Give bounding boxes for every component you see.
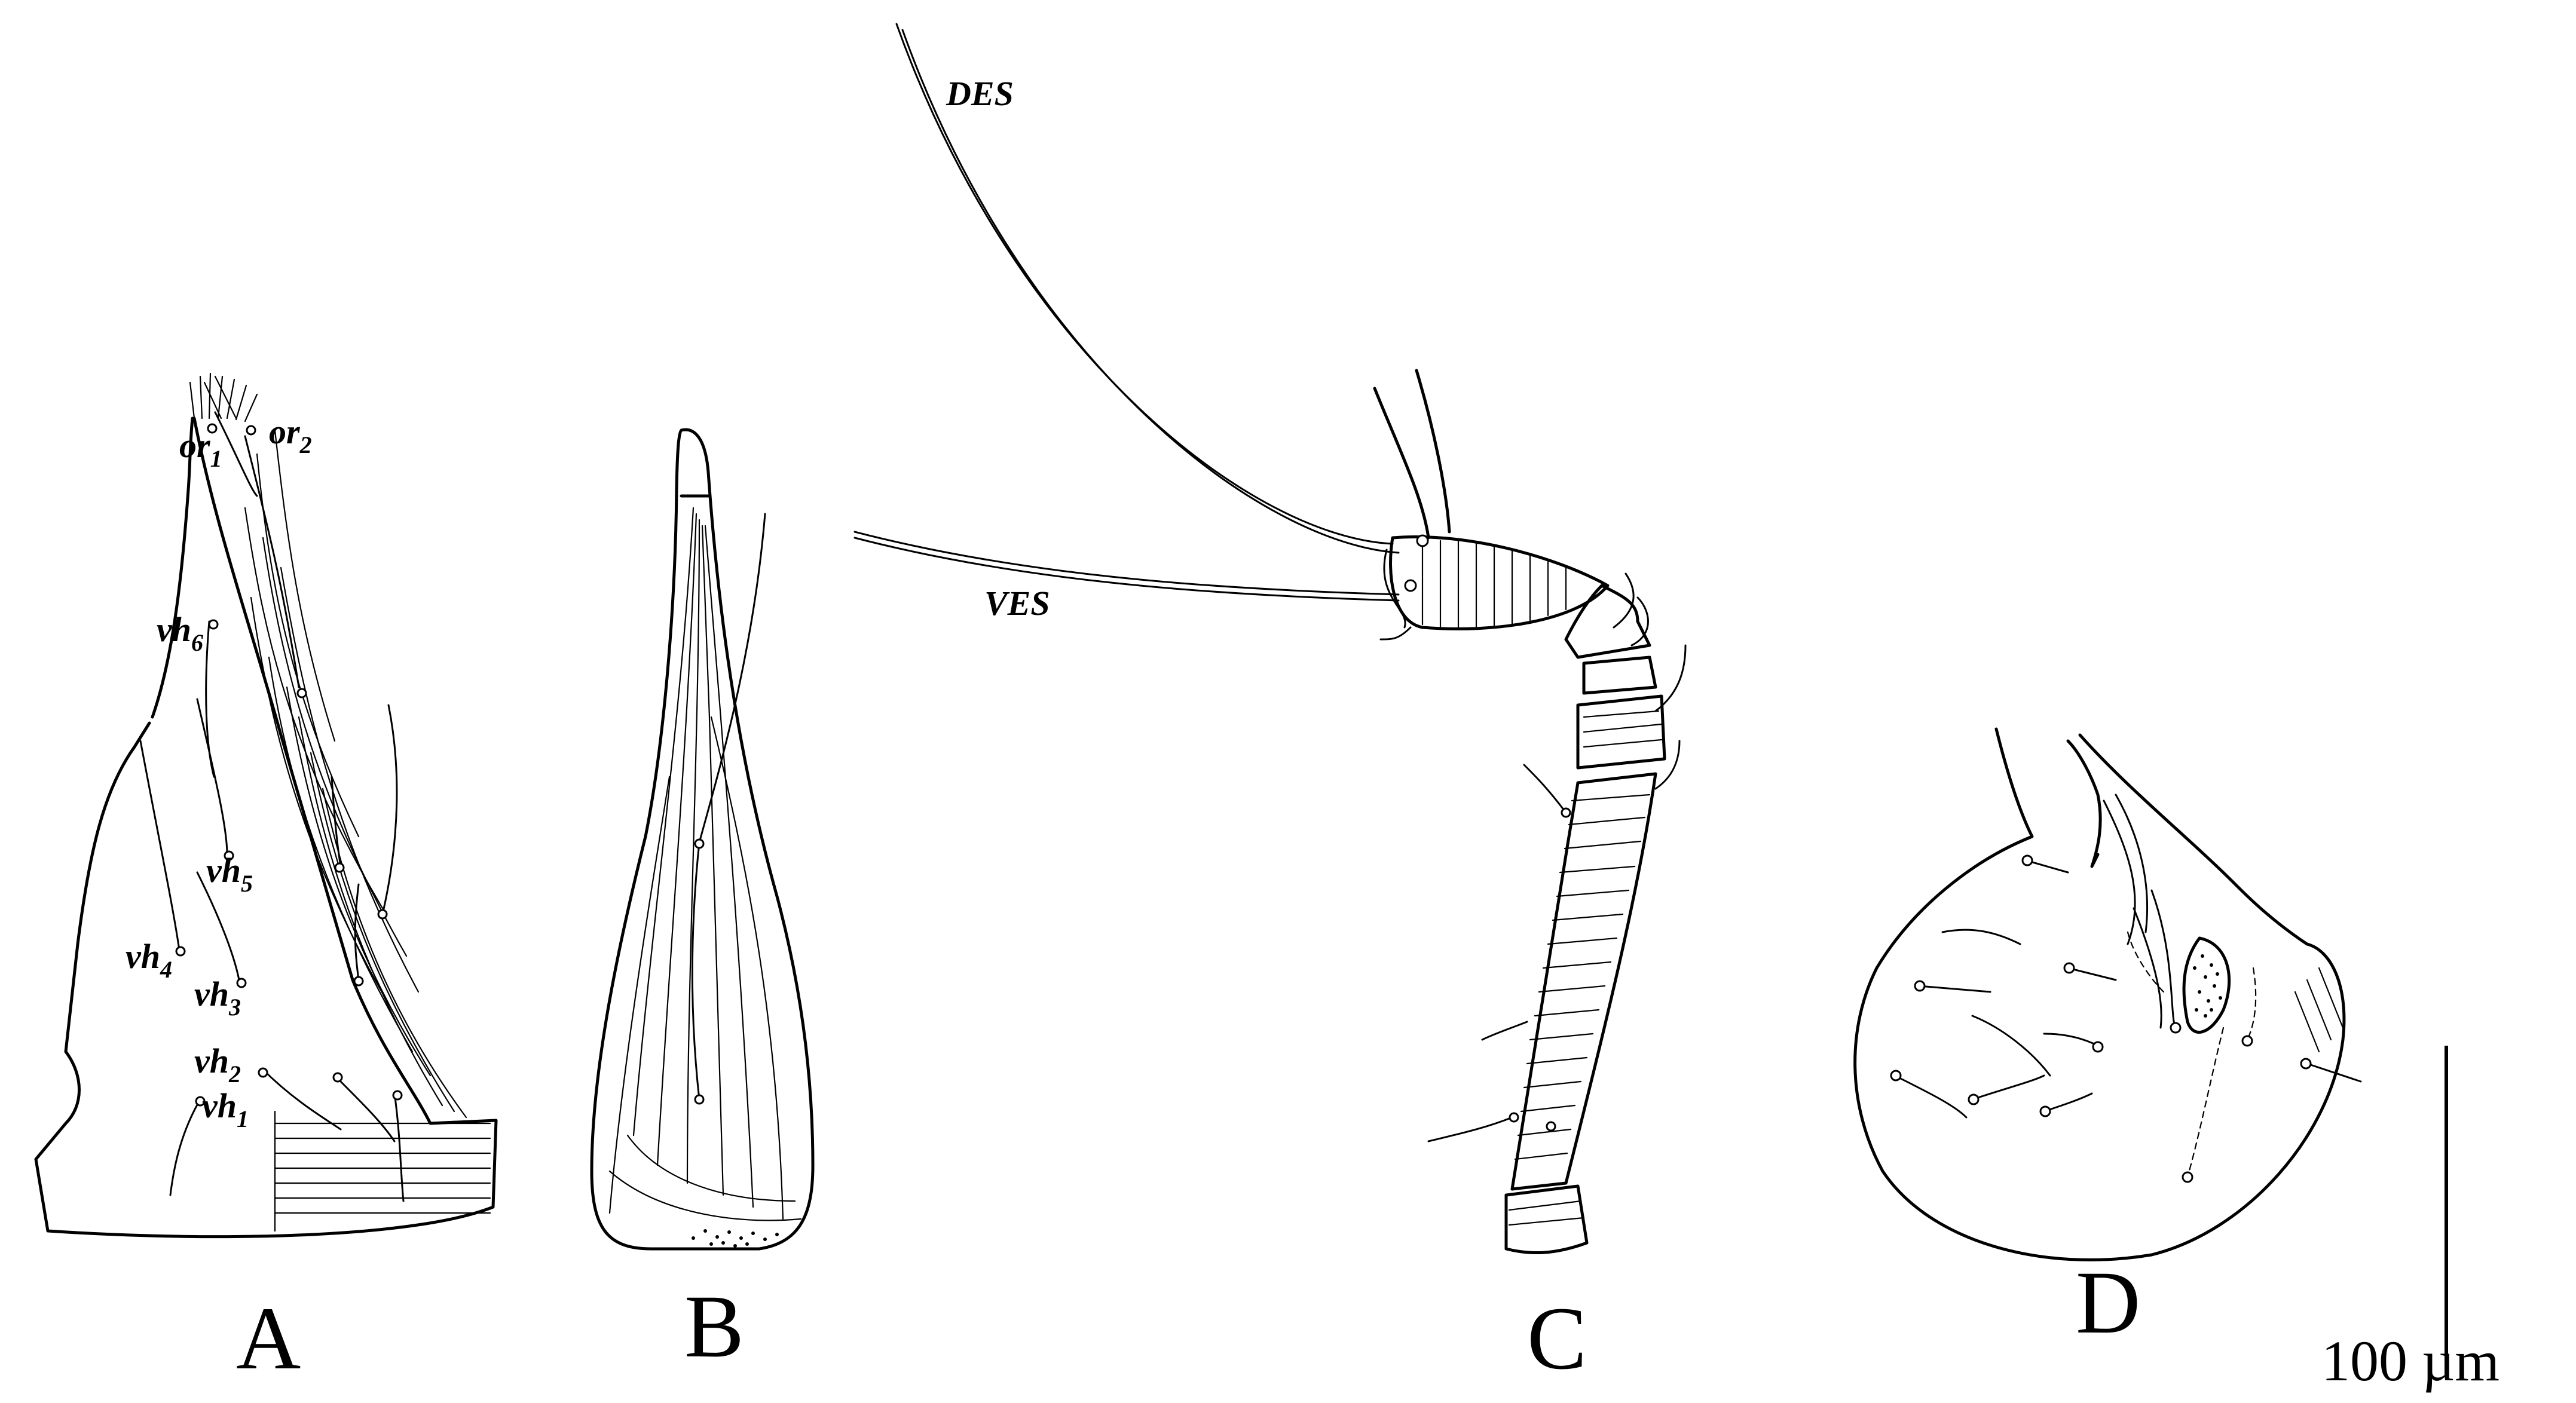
seta-label-vh1: vh1 — [202, 1086, 249, 1132]
panel-d-drawing — [1853, 727, 2362, 1261]
seta-label-vh6: vh6 — [157, 610, 203, 656]
seta-label-vh2: vh2 — [194, 1041, 241, 1088]
seta-label-vh3: vh3 — [194, 975, 241, 1021]
seta-label-vh5: vh5 — [206, 851, 253, 897]
panel-label-c: C — [1527, 1289, 1587, 1388]
seta-label-ves: VES — [984, 584, 1050, 623]
panel-label-d: D — [2076, 1253, 2140, 1352]
seta-label-or2: or2 — [269, 412, 312, 458]
panel-label-b: B — [684, 1277, 744, 1376]
panel-a-drawing — [34, 372, 498, 1239]
panel-c-drawing — [853, 23, 1687, 1255]
scale-bar-label: 100 µm — [2321, 1329, 2499, 1393]
panel-b-drawing — [590, 428, 815, 1251]
panel-label-a: A — [236, 1289, 301, 1388]
seta-label-or1: or1 — [179, 426, 222, 472]
seta-label-des: DES — [946, 74, 1014, 113]
seta-label-vh4: vh4 — [126, 937, 172, 983]
